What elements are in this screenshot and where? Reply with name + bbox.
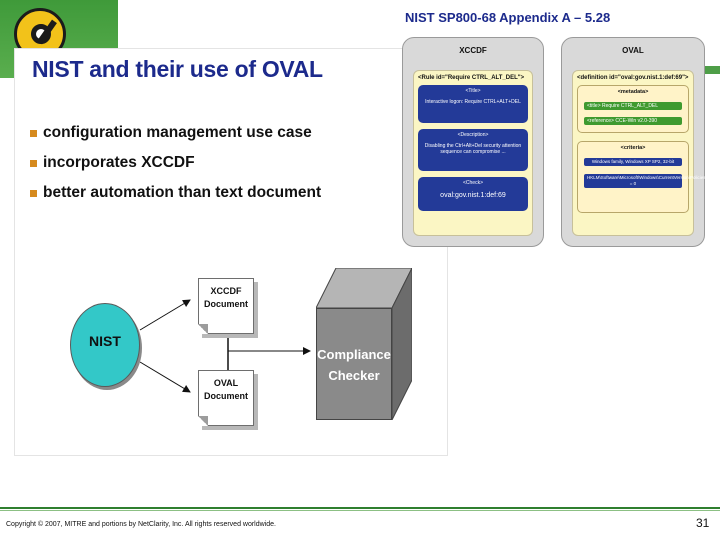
oval-body: <definition id="oval:gov.nist.1:def:69">… <box>572 70 720 236</box>
criteria-box: <criteria> Windows family, Windows XP SP… <box>577 141 720 213</box>
rule-tag: <Rule id="Require CTRL_ALT_DEL"> <box>418 75 525 81</box>
metadata-title: <title> Require CTRL_ALT_DEL <box>584 102 682 110</box>
criteria-label: <criteria> <box>620 145 646 151</box>
oval-doc-line2: Document <box>203 391 248 401</box>
bullet-square-icon <box>30 189 37 197</box>
oval-column: OVAL <definition id="oval:gov.nist.1:def… <box>561 37 720 247</box>
checker-top-face <box>316 268 412 308</box>
xccdf-document-label: XCCDF Document <box>199 285 253 311</box>
header-green-band-right <box>700 66 720 74</box>
bullet-text: configuration management use case <box>43 124 312 141</box>
compliance-checker-label: Compliance Checker <box>316 344 392 386</box>
check-box-text: oval:gov.nist.1:def:69 <box>440 191 506 199</box>
copyright-text: Copyright © 2007, MITRE and portions by … <box>6 521 276 528</box>
bullet-item: configuration management use case <box>30 124 312 142</box>
arrow-nist-to-oval <box>139 361 191 393</box>
oval-doc-line1: OVAL <box>213 378 239 388</box>
arrow-nist-to-xccdf <box>139 299 191 331</box>
xccdf-column: XCCDF <Rule id="Require CTRL_ALT_DEL"> <… <box>402 37 544 247</box>
criteria-line1: Windows family, Windows XP SP2, 32-bit <box>584 158 682 166</box>
page-fold-icon <box>198 416 208 426</box>
bullet-square-icon <box>30 159 37 167</box>
oval-document: OVAL Document <box>198 370 254 426</box>
slide-title: NIST and their use of OVAL <box>32 56 323 82</box>
nist-label: NIST <box>89 333 121 349</box>
checker-side-face <box>392 268 412 420</box>
page-fold-icon <box>198 324 208 334</box>
metadata-reference: <reference> CCE-Win v2.0-390 <box>584 117 682 125</box>
description-box-text: Disabling the Ctrl+Alt+Del security atte… <box>424 142 522 156</box>
footer-rule <box>0 507 720 509</box>
description-box-label: <Description> <box>457 132 489 138</box>
xccdf-document: XCCDF Document <box>198 278 254 334</box>
bullet-item: incorporates XCCDF <box>30 154 195 172</box>
bullet-text: better automation than text document <box>43 184 322 201</box>
title-box-text: Interactive logon: Require CTRL+ALT+DEL <box>425 98 521 105</box>
bullet-text: incorporates XCCDF <box>43 154 195 171</box>
title-box: <Title> Interactive logon: Require CTRL+… <box>418 85 528 123</box>
xccdf-header: XCCDF <box>459 46 487 55</box>
checker-line2: Checker <box>328 368 380 383</box>
criteria-line2: HKLM\Software\Microsoft\Windows\CurrentV… <box>584 174 720 188</box>
footer-rule-thin <box>0 510 720 511</box>
bullet-square-icon <box>30 129 37 137</box>
bullet-item: better automation than text document <box>30 184 321 202</box>
oval-header: OVAL <box>622 46 644 55</box>
xccdf-doc-line1: XCCDF <box>210 286 242 296</box>
description-box: <Description> Disabling the Ctrl+Alt+Del… <box>418 129 528 171</box>
appendix-title: NIST SP800-68 Appendix A – 5.28 <box>405 10 611 25</box>
title-box-label: <Title> <box>465 88 481 94</box>
xccdf-doc-line2: Document <box>203 299 248 309</box>
page-number: 31 <box>696 516 710 530</box>
metadata-label: <metadata> <box>617 89 649 95</box>
checker-line1: Compliance <box>317 347 391 362</box>
oval-document-label: OVAL Document <box>199 377 253 403</box>
nist-circle <box>70 303 140 387</box>
check-box: <Check> oval:gov.nist.1:def:69 <box>418 177 528 211</box>
compliance-checker-box <box>316 308 392 420</box>
definition-tag: <definition id="oval:gov.nist.1:def:69"> <box>577 75 689 81</box>
xccdf-body: <Rule id="Require CTRL_ALT_DEL"> <Title>… <box>413 70 533 236</box>
metadata-box: <metadata> <title> Require CTRL_ALT_DEL … <box>577 85 689 133</box>
check-box-label: <Check> <box>462 180 483 186</box>
